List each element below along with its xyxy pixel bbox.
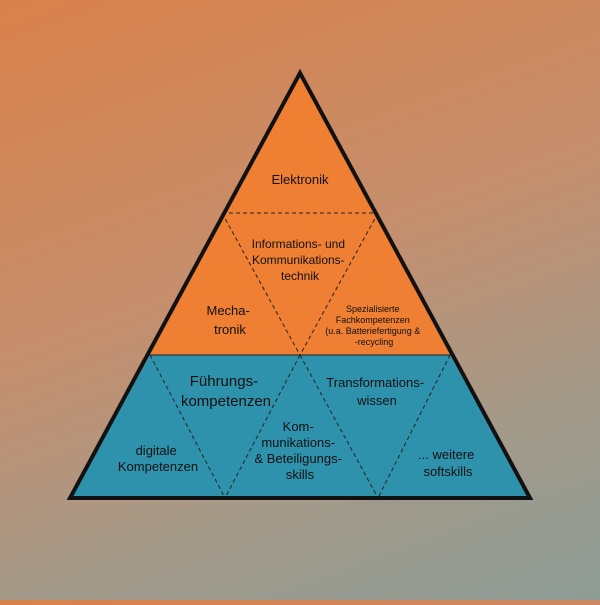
dashed-dividers	[149, 212, 451, 499]
label-digitale-kompetenzen: digitale Kompetenzen	[118, 443, 198, 474]
label-mechatronik: Mecha- tronik	[207, 303, 254, 337]
divider-lower-right-2	[377, 354, 451, 499]
label-fuehrungskompetenzen: Führungs- kompetenzen	[181, 373, 271, 410]
label-elektronik: Elektronik	[271, 172, 329, 187]
divider-right-diagonal-upper	[299, 212, 379, 356]
pyramid-outline	[66, 68, 534, 500]
pyramid-upper-section	[150, 73, 450, 355]
label-spezialisierte-fachkompetenzen: Spezialisierte Fachkompetenzen (u.a. Bat…	[325, 304, 423, 347]
label-kommunikations-beteiligungsskills: Kom- munikations- & Beteiligungs- skills	[254, 419, 345, 482]
pyramid-lower-section	[70, 355, 530, 498]
divider-left-diagonal-upper	[221, 212, 301, 356]
divider-lower-left-2	[224, 354, 301, 499]
label-transformationswissen: Transformations- wissen	[326, 375, 427, 408]
divider-lower-right-1	[299, 354, 379, 499]
label-weitere-softskills: ... weitere softskills	[418, 447, 478, 479]
divider-lower-left-1	[149, 354, 226, 499]
label-informations-kommunikationstechnik: Informations- und Kommunikations- techni…	[252, 237, 349, 283]
